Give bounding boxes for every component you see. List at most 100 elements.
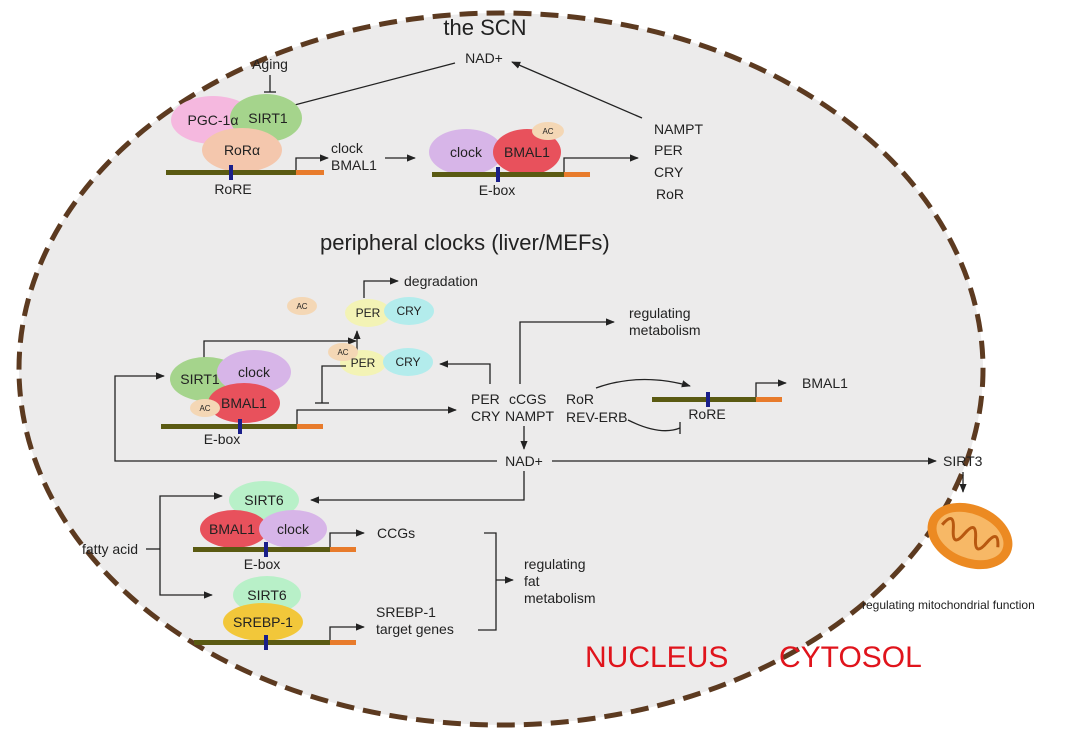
dna-strand-srebp bbox=[194, 640, 330, 645]
pgc1a-label: PGC-1α bbox=[188, 112, 239, 128]
per-top-label: PER bbox=[356, 306, 381, 320]
fatty-acid-label: fatty acid bbox=[82, 541, 138, 557]
rore-site-top bbox=[229, 165, 233, 180]
clock-low-label: clock bbox=[277, 521, 310, 537]
dna-end-top-left bbox=[296, 170, 324, 175]
clock-protein-top bbox=[429, 129, 503, 175]
ac-top-label: AC bbox=[542, 127, 553, 136]
reg-metabolism-line1: regulating bbox=[629, 305, 691, 321]
ebox-site-top bbox=[496, 167, 500, 182]
ac-free-label: AC bbox=[296, 302, 307, 311]
sirt6-b-label: SIRT6 bbox=[247, 587, 287, 603]
arrow-ebox-to-targets bbox=[296, 406, 457, 424]
ccgs-output-label: CCGs bbox=[377, 525, 415, 541]
bmal1-low-label: BMAL1 bbox=[209, 521, 255, 537]
arrow-rore-to-bmal1 bbox=[755, 379, 787, 397]
mitochondrion-icon bbox=[927, 502, 1013, 570]
cytosol-label: CYTOSOL bbox=[779, 641, 922, 674]
clock-protein-low bbox=[259, 510, 327, 548]
bmal1-protein-low bbox=[200, 510, 268, 548]
ac-free-tag bbox=[287, 297, 317, 315]
peripheral-title: peripheral clocks (liver/MEFs) bbox=[320, 230, 610, 255]
output-cry: CRY bbox=[654, 164, 684, 180]
arrow-nad-to-sirt1 bbox=[114, 372, 497, 462]
arrow-per-cry-feedback bbox=[439, 360, 491, 384]
sirt6-protein-a bbox=[229, 481, 299, 519]
scn-title: the SCN bbox=[443, 15, 526, 40]
arrow-ror-to-rore bbox=[595, 378, 691, 389]
reg-fat-line2: fat bbox=[524, 573, 540, 589]
arrow-to-degradation bbox=[363, 277, 399, 298]
ac-tag-mid bbox=[328, 343, 358, 361]
ror-label: RoR bbox=[566, 391, 594, 407]
reg-metabolism-line2: metabolism bbox=[629, 322, 701, 338]
inhibit-reverb-to-rore bbox=[627, 419, 681, 432]
dna-end-top-right bbox=[564, 172, 590, 177]
ebox-low-label: E-box bbox=[244, 556, 281, 572]
output-ror: RoR bbox=[656, 186, 684, 202]
cry-protein-mid bbox=[383, 348, 433, 376]
dna-end-mid bbox=[297, 424, 323, 429]
ac-tag-left bbox=[190, 399, 220, 417]
nucleus-label: NUCLEUS bbox=[585, 641, 728, 674]
per-protein-top bbox=[345, 299, 391, 327]
dna-end-low bbox=[330, 547, 356, 552]
arrow-ebox-to-ccgs bbox=[329, 529, 365, 547]
reverb-label: REV-ERB bbox=[566, 409, 627, 425]
clock-bmal1-label-line2: BMAL1 bbox=[331, 157, 377, 173]
dna-strand-mid bbox=[161, 424, 297, 429]
ac-tag-top bbox=[532, 122, 564, 140]
srebp-target-line2: target genes bbox=[376, 621, 454, 637]
srebp1-label: SREBP-1 bbox=[233, 614, 293, 630]
sirt6-a-label: SIRT6 bbox=[244, 492, 284, 508]
aging-label: Aging bbox=[252, 56, 288, 72]
output-per: PER bbox=[654, 142, 683, 158]
reg-fat-line3: metabolism bbox=[524, 590, 596, 606]
bmal1-protein-mid bbox=[208, 383, 280, 423]
inhibit-percry-to-ebox bbox=[321, 365, 346, 403]
arrow-nad-to-sirt6 bbox=[310, 471, 525, 504]
dna-end-srebp bbox=[330, 640, 356, 645]
cry-label: CRY bbox=[471, 408, 501, 424]
ac-mid-label: AC bbox=[337, 348, 348, 357]
arrow-rore-transcription bbox=[295, 154, 329, 170]
clock-protein-mid bbox=[217, 350, 291, 394]
sirt3-label: SIRT3 bbox=[943, 453, 983, 469]
cry-mid-label: CRY bbox=[395, 355, 420, 369]
bmal1-protein-top bbox=[493, 129, 561, 175]
dna-strand-low bbox=[193, 547, 330, 552]
ebox-site-low bbox=[264, 542, 268, 557]
dna-strand-rore bbox=[652, 397, 756, 402]
srebp-site bbox=[264, 635, 268, 650]
cry-top-label: CRY bbox=[396, 304, 421, 318]
fat-metabolism-bracket bbox=[478, 532, 497, 631]
rore-mid-label: RoRE bbox=[688, 406, 725, 422]
rora-protein bbox=[202, 128, 282, 172]
bmal1-top-label: BMAL1 bbox=[504, 144, 550, 160]
ac-left-label: AC bbox=[199, 404, 210, 413]
per-label: PER bbox=[471, 391, 500, 407]
arrow-fatty-acid-to-sirt6-a bbox=[159, 492, 223, 549]
arrow-fatty-acid-to-sirt6-b bbox=[159, 549, 213, 599]
nucleus-membrane bbox=[16, 10, 986, 728]
ebox-top-label: E-box bbox=[479, 182, 516, 198]
ebox-site-mid bbox=[238, 419, 242, 434]
per-mid-label: PER bbox=[351, 356, 376, 370]
arrow-ebox-transcription bbox=[563, 154, 639, 172]
srebp1-protein bbox=[223, 603, 303, 641]
arrow-to-regulating-metabolism bbox=[519, 318, 615, 384]
rore-site-mid bbox=[706, 392, 710, 407]
bmal1-output-label: BMAL1 bbox=[802, 375, 848, 391]
sirt1-mid-label: SIRT1 bbox=[180, 371, 220, 387]
rora-label: RoRα bbox=[224, 142, 260, 158]
mito-caption: regulating mitochondrial function bbox=[862, 598, 1035, 612]
nad-top-label: NAD+ bbox=[465, 50, 503, 66]
arrow-sirt1-to-percry bbox=[203, 337, 357, 362]
ccgs-label: cCGS bbox=[509, 391, 546, 407]
reg-fat-line1: regulating bbox=[524, 556, 586, 572]
nampt-label: NAMPT bbox=[505, 408, 554, 424]
rore-top-label: RoRE bbox=[214, 181, 251, 197]
degradation-label: degradation bbox=[404, 273, 478, 289]
clock-bmal1-label-line1: clock bbox=[331, 140, 364, 156]
